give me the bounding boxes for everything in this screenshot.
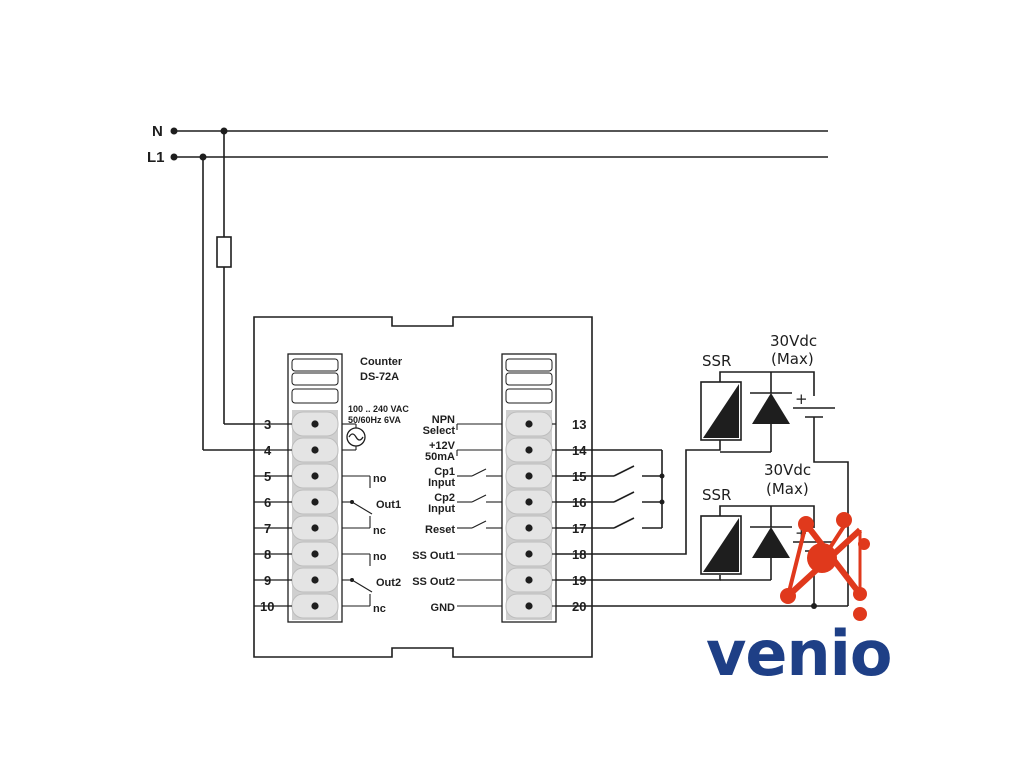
terminal-screw-dot-16 <box>525 498 533 506</box>
ssr-bottom-voltage: 30Vdc <box>764 461 811 479</box>
terminal-screw-dot-3 <box>311 420 319 428</box>
terminal-7: 7 <box>264 521 271 536</box>
terminal-screw-dot-8 <box>311 550 319 558</box>
terminal-screw-dot-17 <box>525 524 533 532</box>
terminal-screw-dot-6 <box>311 498 319 506</box>
terminal-8: 8 <box>264 547 271 562</box>
terminal-5: 5 <box>264 469 271 484</box>
terminal-screw-dot-5 <box>311 472 319 480</box>
external-switches <box>556 449 665 529</box>
terminal-screw-dot-14 <box>525 446 533 454</box>
terminal-screw-dot-18 <box>525 550 533 558</box>
ssr-bottom-label: SSR <box>702 486 731 504</box>
terminal-screw-dot-10 <box>311 602 319 610</box>
input-internal-wiring <box>456 423 502 607</box>
out2-label: Out2 <box>376 577 401 589</box>
venio-wordmark: venio <box>706 617 891 690</box>
terminal-9: 9 <box>264 573 271 588</box>
right-terminal-numbers: 13 14 15 16 17 18 19 20 <box>572 417 587 614</box>
input-labels: NPN Select +12V 50mA Cp1 Input Cp2 Input… <box>412 414 455 614</box>
ssr-top-voltage: 30Vdc <box>770 332 817 350</box>
terminal-3: 3 <box>264 417 271 432</box>
terminal-screw-dot-13 <box>525 420 533 428</box>
ssr-top-max: (Max) <box>771 350 814 368</box>
terminal-screw-dot-20 <box>525 602 533 610</box>
device-title: Counter <box>360 356 403 368</box>
gnd-label: GND <box>431 602 456 614</box>
reset-label: Reset <box>425 524 455 536</box>
ss-out2-label: SS Out2 <box>412 576 455 588</box>
supply-rating-2: 50/60Hz 6VA <box>348 415 401 425</box>
out1-label: Out1 <box>376 499 401 511</box>
svg-text:+: + <box>795 390 808 408</box>
terminal-4: 4 <box>264 443 272 458</box>
relay-out1: no Out1 nc <box>342 473 401 537</box>
ssr-bottom-max: (Max) <box>766 480 809 498</box>
venio-logo: venio <box>706 512 892 690</box>
ssr-top-diode-icon <box>752 393 790 424</box>
supply-rating-1: 100 .. 240 VAC <box>348 404 409 414</box>
terminal-6: 6 <box>264 495 271 510</box>
terminal-13: 13 <box>572 417 586 432</box>
ssr-bottom-diode-icon <box>752 527 790 558</box>
cp1-label-2: Input <box>428 477 455 489</box>
terminal-10: 10 <box>260 599 274 614</box>
terminal-screw-dot-15 <box>525 472 533 480</box>
ss-out1-label: SS Out1 <box>412 550 455 562</box>
npn-label-1: NPN <box>432 414 455 426</box>
left-terminal-block <box>254 353 343 623</box>
ssr-top: SSR 30Vdc (Max) + <box>700 332 835 453</box>
npn-label-2: Select <box>423 425 456 437</box>
device-housing: Counter DS-72A 100 .. 240 VAC 50/60Hz 6V… <box>253 316 593 658</box>
ssr-bottom: SSR 30Vdc (Max) + <box>700 440 849 609</box>
device-model: DS-72A <box>360 371 399 383</box>
relay-out2: no Out2 nc <box>342 551 401 615</box>
left-terminal-numbers: 3 4 5 6 7 8 9 10 <box>260 417 274 614</box>
terminal-screw-dot-19 <box>525 576 533 584</box>
v12-label-1: +12V <box>429 440 456 452</box>
v12-label-2: 50mA <box>425 451 455 463</box>
out2-no: no <box>373 551 387 563</box>
terminal-screw-dot-4 <box>311 446 319 454</box>
out1-nc: nc <box>373 525 386 537</box>
right-terminal-block <box>501 353 557 623</box>
n-label: N <box>152 123 163 140</box>
terminal-screw-dot-9 <box>311 576 319 584</box>
venio-mark-icon <box>780 512 870 621</box>
terminal-screw-dot-7 <box>311 524 319 532</box>
cp2-label-2: Input <box>428 503 455 515</box>
supply-bus: N L1 <box>147 123 828 451</box>
out2-nc: nc <box>373 603 386 615</box>
ssr-top-label: SSR <box>702 352 731 370</box>
fuse <box>216 236 232 268</box>
out1-no: no <box>373 473 387 485</box>
cp1-label-1: Cp1 <box>434 466 455 478</box>
l1-label: L1 <box>147 149 165 166</box>
cp2-label-1: Cp2 <box>434 492 455 504</box>
